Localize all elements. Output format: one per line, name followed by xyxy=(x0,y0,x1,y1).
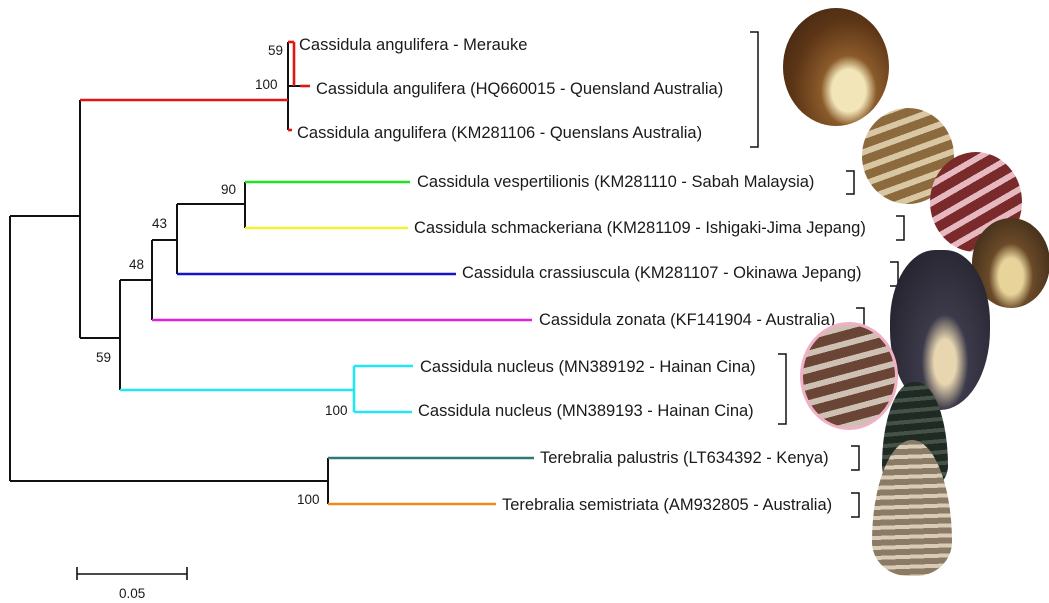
support-value: 43 xyxy=(152,216,167,231)
tree-branches xyxy=(10,42,534,504)
taxon-label-nucleus-mn389192: Cassidula nucleus (MN389192 - Hainan Cin… xyxy=(420,358,756,376)
support-value: 100 xyxy=(255,77,278,92)
taxon-label-angulifera-km281106: Cassidula angulifera (KM281106 - Quensla… xyxy=(297,124,702,142)
taxon-label-terebralia-palustris: Terebralia palustris (LT634392 - Kenya) xyxy=(540,449,829,467)
bracket-terebralia-palustris xyxy=(851,446,859,470)
taxon-label-terebralia-semistriata: Terebralia semistriata (AM932805 - Austr… xyxy=(502,496,832,514)
bracket-vespertilionis xyxy=(846,171,854,194)
support-value: 59 xyxy=(268,43,283,58)
taxon-label-nucleus-mn389193: Cassidula nucleus (MN389193 - Hainan Cin… xyxy=(418,402,754,420)
taxon-label-schmackeriana: Cassidula schmackeriana (KM281109 - Ishi… xyxy=(414,219,866,237)
support-value: 59 xyxy=(96,350,111,365)
bracket-angulifera xyxy=(750,32,758,147)
cassidula-nucleus-shell-photo xyxy=(800,322,898,430)
support-value: 90 xyxy=(221,182,236,197)
support-value: 100 xyxy=(297,492,320,507)
scale-bar: 0.05 xyxy=(77,567,187,601)
cassidula-angulifera-shell-photo xyxy=(783,8,889,126)
support-value: 48 xyxy=(129,257,144,272)
taxon-label-angulifera-merauke: Cassidula angulifera - Merauke xyxy=(299,36,527,54)
bracket-schmackeriana xyxy=(896,216,904,240)
scale-bar-label: 0.05 xyxy=(119,586,145,601)
taxon-label-zonata: Cassidula zonata (KF141904 - Australia) xyxy=(539,311,835,329)
taxon-label-angulifera-hq660015: Cassidula angulifera (HQ660015 - Quensla… xyxy=(316,80,723,98)
bracket-nucleus xyxy=(778,354,786,424)
bracket-terebralia-semistriata xyxy=(851,493,859,517)
taxon-label-crassiuscula: Cassidula crassiuscula (KM281107 - Okina… xyxy=(462,264,862,282)
taxon-label-vespertilionis: Cassidula vespertilionis (KM281110 - Sab… xyxy=(417,173,814,191)
support-value: 100 xyxy=(325,403,348,418)
